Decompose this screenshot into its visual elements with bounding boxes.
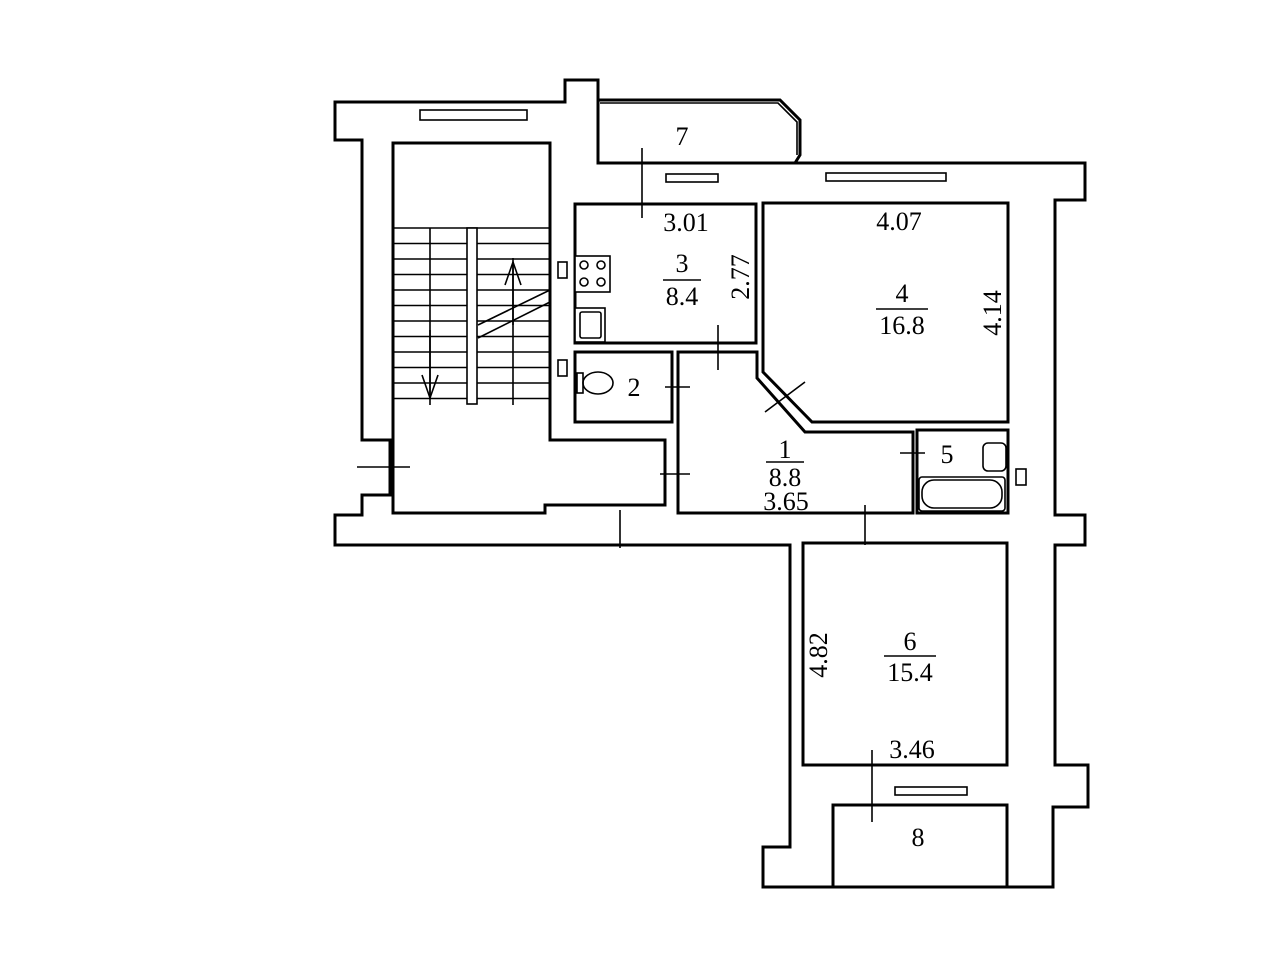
bath-sink-icon: [982, 442, 1007, 472]
room-4-width: 4.07: [876, 207, 922, 236]
room-3-depth: 2.77: [726, 254, 755, 300]
arrow-up-icon: [504, 259, 522, 325]
room-4-area: 16.8: [879, 311, 925, 340]
arrow-down-icon: [421, 330, 439, 401]
room-4: [761, 201, 1010, 424]
room-5-number: 5: [941, 440, 954, 469]
door-marks: [357, 148, 925, 822]
room-3-width: 3.01: [663, 208, 709, 237]
window: [665, 173, 719, 183]
room-3-number: 3: [676, 249, 689, 278]
bathtub-icon: [918, 476, 1006, 512]
vent-icon: [557, 261, 568, 279]
room-6-number: 6: [904, 627, 917, 656]
room-3-area: 8.4: [666, 282, 699, 311]
room-4-depth: 4.14: [978, 290, 1007, 336]
vent-icon: [557, 359, 568, 377]
room-1-number: 1: [779, 435, 792, 464]
room-6-depth: 4.82: [804, 632, 833, 678]
room-7-number: 7: [676, 122, 689, 151]
room-6: [801, 541, 1009, 767]
room-6-area: 15.4: [887, 658, 933, 687]
stove-icon: [574, 255, 611, 293]
sink-icon: [574, 307, 606, 343]
stair-landing-line: [477, 289, 551, 326]
stair-landing-line-2: [477, 301, 551, 339]
window: [825, 172, 947, 182]
toilet-icon: [576, 371, 614, 395]
vent-icon: [1015, 468, 1027, 486]
room-2-number: 2: [628, 373, 641, 402]
stairwell: [391, 141, 667, 515]
room-1-area: 8.8: [769, 463, 802, 492]
room-1-width: 3.65: [763, 487, 809, 516]
balcony-7: [596, 98, 802, 165]
window: [894, 786, 968, 796]
stair-handrail: [466, 227, 478, 405]
room-4-number: 4: [896, 279, 909, 308]
room-8-number: 8: [912, 823, 925, 852]
window: [419, 109, 528, 121]
hall-1: [676, 350, 915, 515]
room-6-width: 3.46: [889, 735, 935, 764]
balcony-7-railing: [600, 102, 798, 155]
balcony-8: [831, 803, 1009, 889]
wc-2: [573, 350, 674, 424]
